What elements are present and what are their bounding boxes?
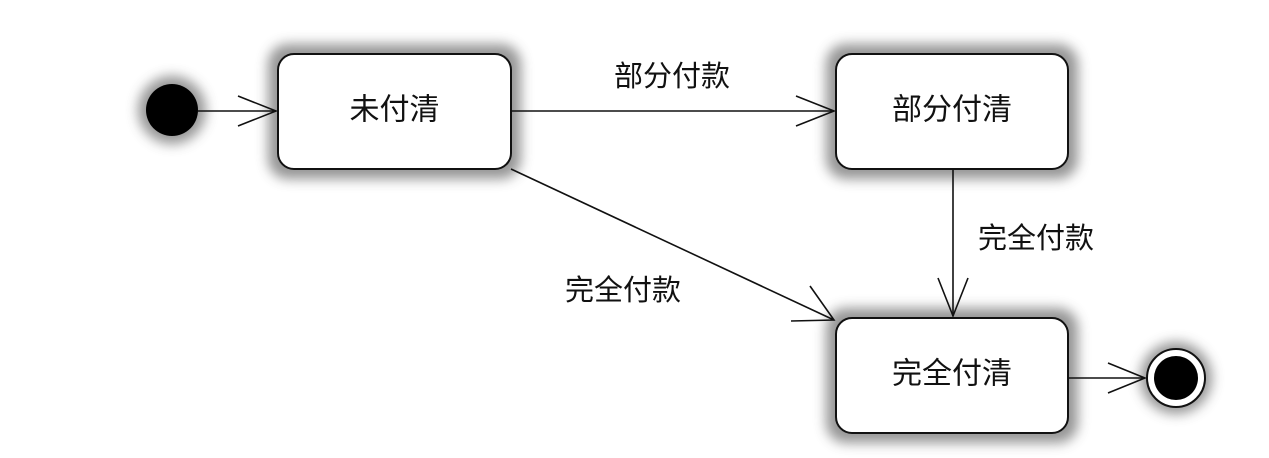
edge-partial-to-full (937, 169, 969, 319)
state-full: 完全付清 (835, 317, 1069, 434)
edge-unpaid-to-full (510, 168, 836, 322)
final-state-node (1146, 348, 1206, 408)
state-partial: 部分付清 (835, 53, 1069, 170)
edge-initial-to-unpaid (198, 95, 279, 127)
state-full-label: 完全付清 (892, 357, 1012, 392)
edge-label-full-payment-right: 完全付款 (978, 221, 1094, 255)
state-unpaid: 未付清 (277, 53, 512, 170)
state-partial-label: 部分付清 (892, 93, 1012, 128)
edge-unpaid-to-partial (511, 95, 837, 127)
edge-label-full-payment-diagonal: 完全付款 (565, 273, 681, 307)
initial-state-node (146, 84, 198, 136)
state-unpaid-label: 未付清 (350, 93, 440, 128)
edge-label-partial-payment: 部分付款 (614, 59, 730, 93)
edge-full-to-final (1068, 362, 1148, 394)
